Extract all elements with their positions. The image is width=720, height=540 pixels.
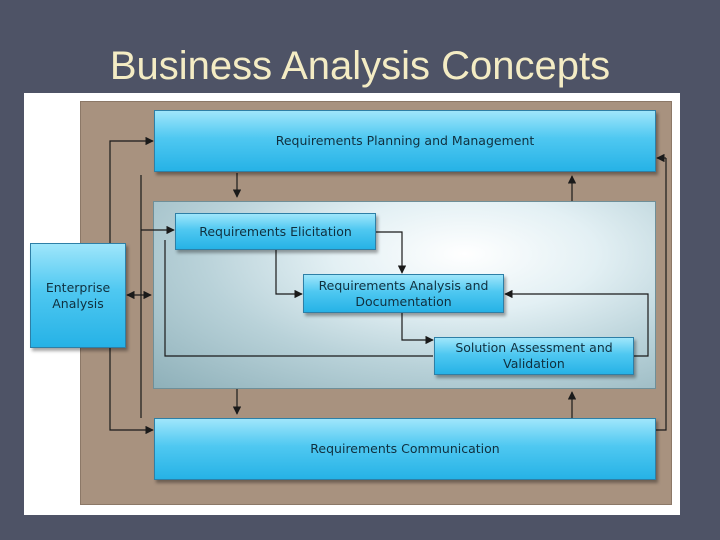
requirements-analysis-label-line2: Documentation xyxy=(355,293,452,309)
arrow-elicitation-down xyxy=(275,250,303,299)
arrow-enterprise-to-planning xyxy=(109,136,154,244)
solution-assessment-label-line2: Validation xyxy=(503,356,565,371)
solution-assessment-box: Solution Assessment and Validation xyxy=(434,337,634,375)
requirements-elicitation-label: Requirements Elicitation xyxy=(199,223,352,239)
slide-title: Business Analysis Concepts xyxy=(109,44,611,88)
requirements-communication-box: Requirements Communication xyxy=(154,418,656,480)
arrow-elicitation-to-analysis xyxy=(376,231,407,274)
enterprise-analysis-label-line1: Enterprise xyxy=(45,279,111,295)
enterprise-analysis-label-line2: Analysis xyxy=(52,295,104,311)
requirements-communication-label: Requirements Communication xyxy=(310,441,500,456)
arrow-inner-loop xyxy=(164,240,433,357)
arrow-loop-right xyxy=(656,158,667,431)
requirements-analysis-label-line1: Requirements Analysis and xyxy=(318,277,489,293)
arrow-solution-to-analysis xyxy=(504,289,649,357)
requirements-analysis-box: Requirements Analysis and Documentation xyxy=(303,274,504,313)
arrow-analysis-to-solution xyxy=(401,313,434,345)
requirements-planning-box: Requirements Planning and Management xyxy=(154,110,656,172)
requirements-planning-label: Requirements Planning and Management xyxy=(275,133,535,148)
solution-assessment-label-line1: Solution Assessment and xyxy=(455,340,613,355)
enterprise-analysis-box: Enterprise Analysis xyxy=(30,243,126,348)
requirements-elicitation-box: Requirements Elicitation xyxy=(175,213,376,250)
arrow-enterprise-to-communication xyxy=(109,348,154,435)
